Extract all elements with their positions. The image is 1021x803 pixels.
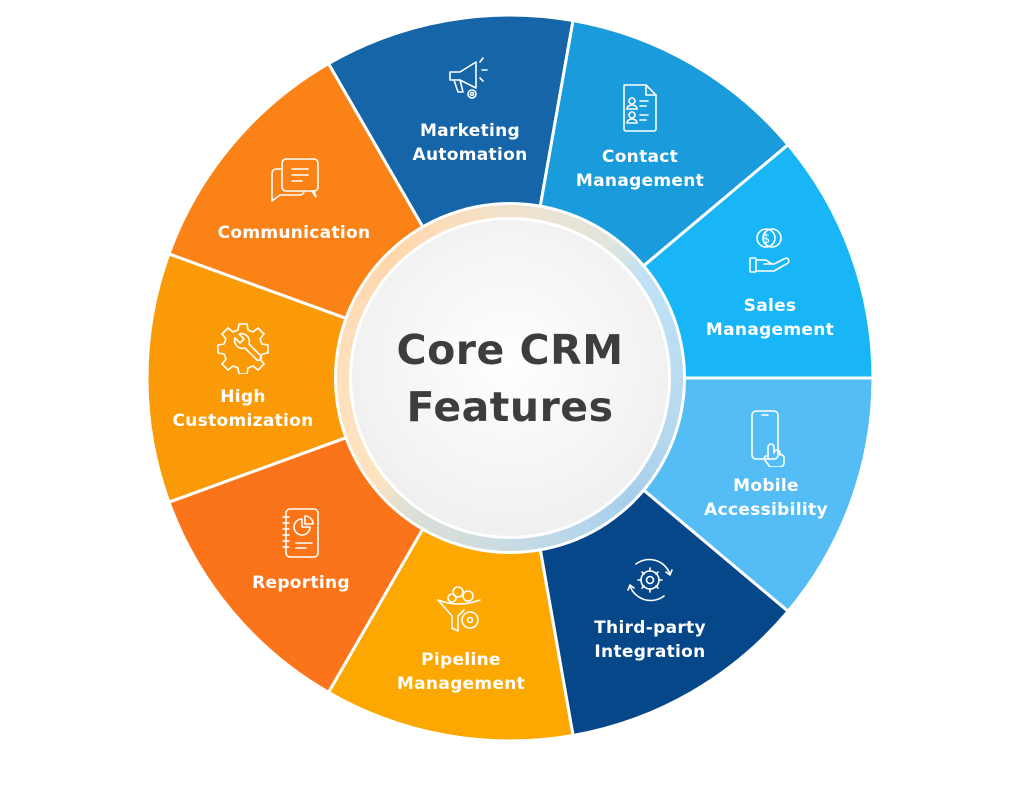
center-disk (352, 220, 668, 536)
svg-text:$: $ (762, 232, 770, 247)
title-line-1: Core CRM (396, 326, 624, 374)
label-line: Third-party (594, 618, 706, 638)
label-line: Customization (172, 411, 314, 431)
label-line: Contact (601, 147, 679, 167)
label-line: Reporting (252, 573, 350, 593)
segment-label-third-party-integration: Third-party Integration (594, 616, 706, 664)
gear-wrench-icon (215, 318, 271, 374)
segment-label-communication: Communication (218, 221, 371, 245)
label-line: Pipeline (421, 650, 501, 670)
segment-label-reporting: Reporting (252, 571, 350, 595)
segment-label-high-customization: High Customization (172, 385, 313, 433)
label-line: Accessibility (704, 500, 828, 520)
segment-label-marketing-automation: Marketing Automation (413, 119, 528, 167)
segment-label-mobile-accessibility: Mobile Accessibility (704, 474, 828, 522)
label-line: Sales (743, 296, 797, 316)
label-line: High (220, 387, 266, 407)
contact-document-icon (616, 81, 664, 135)
label-line: Management (396, 674, 526, 694)
segment-label-pipeline-management: Pipeline Management (397, 648, 525, 696)
label-line: Integration (594, 642, 706, 662)
label-line: Management (705, 320, 835, 340)
report-pie-icon (278, 505, 326, 561)
segment-label-contact-management: Contact Management (576, 145, 704, 193)
label-line: Communication (217, 223, 371, 243)
segment-label-sales-management: Sales Management (706, 294, 834, 342)
funnel-gear-icon (432, 582, 488, 638)
label-line: Management (575, 171, 705, 191)
title-line-2: Features (406, 383, 614, 431)
chat-bubbles-icon (266, 155, 322, 209)
label-line: Marketing (419, 121, 521, 141)
megaphone-gear-icon (442, 52, 498, 108)
label-line: Mobile (733, 476, 799, 496)
label-line: Automation (412, 145, 528, 165)
phone-tap-icon (746, 407, 790, 467)
gear-sync-icon (622, 552, 678, 608)
hand-coins-icon: $ (744, 224, 796, 280)
wheel-segments (145, 13, 875, 743)
center-title: Core CRM Features (396, 322, 623, 436)
